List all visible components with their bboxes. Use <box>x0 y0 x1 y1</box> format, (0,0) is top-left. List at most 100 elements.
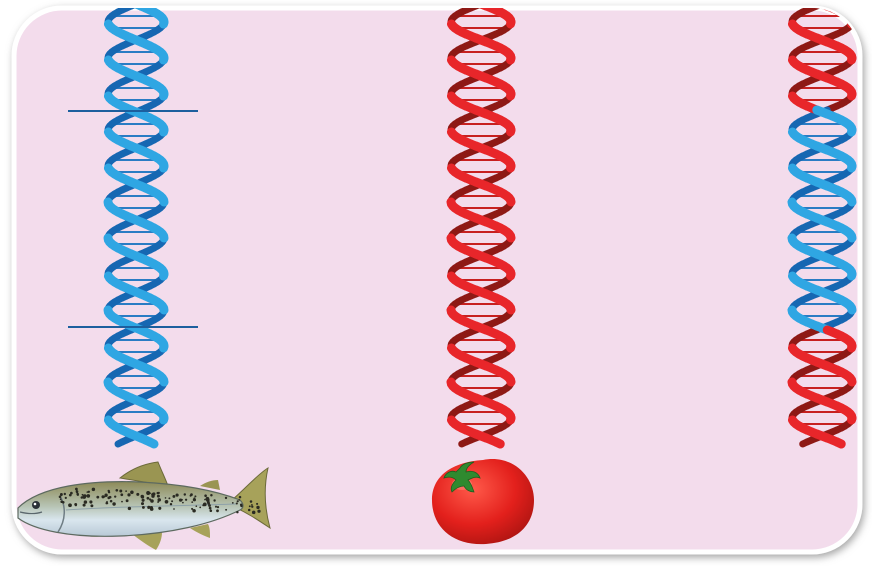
dna-backbone-segment <box>496 442 500 444</box>
fish-spot <box>108 491 110 493</box>
fish-spot <box>88 491 90 493</box>
fish-spot <box>181 499 183 501</box>
fish-spot <box>199 507 201 509</box>
fish-spot <box>89 500 92 503</box>
fish-spot <box>210 509 213 512</box>
fish-spot <box>104 496 106 498</box>
fish-spot <box>92 488 95 491</box>
fish-spot <box>141 502 144 505</box>
fish-spot <box>248 509 251 512</box>
fish-spot <box>182 502 184 504</box>
fish-spot <box>168 497 170 499</box>
dna-backbone-segment <box>817 4 822 6</box>
fish-spot <box>257 510 260 513</box>
fish-spot <box>120 493 123 496</box>
fish-spot <box>240 505 242 507</box>
fish-spot <box>239 496 242 499</box>
fish-spot <box>64 493 66 495</box>
fish-spot <box>130 491 134 495</box>
fish-spot <box>86 494 90 498</box>
fish-spot <box>257 507 259 509</box>
fish-spot <box>171 500 173 502</box>
fish-spot <box>191 501 193 503</box>
dna-backbone-segment <box>845 14 848 16</box>
fish-spot <box>109 496 112 499</box>
fish-spot <box>225 497 227 499</box>
fish-spot <box>121 501 123 503</box>
fish-spot <box>192 509 196 513</box>
fish-spot <box>158 507 161 510</box>
fish-spot <box>81 496 84 499</box>
fish-spot <box>114 495 116 497</box>
fish-spot <box>216 509 219 512</box>
fish-spot <box>70 492 73 495</box>
dna-backbone-segment <box>841 12 845 14</box>
dna-backbone-segment <box>837 10 841 12</box>
fish-spot <box>141 495 144 498</box>
fish-spot <box>217 506 219 508</box>
fish-spot <box>225 509 227 511</box>
fish-spot <box>209 507 212 510</box>
fish-spot <box>158 499 161 502</box>
fish-spot <box>165 500 169 504</box>
fish-spot <box>127 493 130 496</box>
fish-spot <box>249 505 251 507</box>
fish-spot <box>195 505 197 507</box>
fish-spot <box>60 493 63 496</box>
dna-backbone-segment <box>848 16 850 18</box>
fish-spot <box>112 502 115 505</box>
dna-backbone-segment <box>150 442 154 444</box>
fish-spot <box>68 503 72 507</box>
fish-spot <box>142 499 145 502</box>
dna-backbone-segment <box>822 4 827 6</box>
fish-spot <box>126 499 129 502</box>
fish-spot <box>105 502 107 504</box>
fish-spot <box>119 490 122 493</box>
fish-spot <box>236 511 238 513</box>
fish-spot <box>146 491 150 495</box>
fish-spot <box>128 507 131 510</box>
fish-spot <box>252 511 256 515</box>
fish-spot <box>157 495 160 498</box>
tomato-icon <box>432 459 534 544</box>
fish-spot <box>256 503 258 505</box>
fish-spot <box>176 494 179 497</box>
dna-backbone-segment <box>462 442 466 444</box>
dna-backbone-segment <box>803 442 807 444</box>
fish-spot <box>238 499 240 501</box>
fish-spot <box>172 495 175 498</box>
fish-spot <box>150 499 154 503</box>
fish-spot <box>60 498 62 500</box>
dna-backbone-segment <box>827 6 832 8</box>
dna-backbone-segment <box>837 442 841 444</box>
fish-spot <box>251 506 253 508</box>
fish-spot <box>170 503 172 505</box>
fish-spot <box>194 495 196 497</box>
fish-spot <box>237 500 239 502</box>
fish-spot <box>65 497 67 499</box>
fish-spot <box>232 502 234 504</box>
fish-spot <box>213 499 215 501</box>
fish-spot <box>157 492 159 494</box>
fish-spot <box>210 494 212 496</box>
dna-backbone-segment <box>118 442 122 444</box>
fish-spot <box>82 494 84 496</box>
dna-backbone-segment <box>850 18 851 20</box>
fish-spot <box>185 499 187 501</box>
fish-spot <box>204 494 207 497</box>
fish-spot <box>77 494 79 496</box>
fish-spot <box>142 506 145 509</box>
fish-spot <box>116 489 119 492</box>
fish-spot <box>90 504 93 507</box>
fish-spot <box>250 500 253 503</box>
fish-spot <box>203 503 207 507</box>
fish-spot <box>136 493 139 496</box>
fish-spot <box>251 504 253 506</box>
fish-spot <box>207 502 210 505</box>
dna-backbone-segment <box>832 8 837 10</box>
fish-spot <box>184 493 186 495</box>
fish-spot <box>62 501 65 504</box>
fish-spot <box>147 497 150 500</box>
fish-spot <box>59 496 62 499</box>
